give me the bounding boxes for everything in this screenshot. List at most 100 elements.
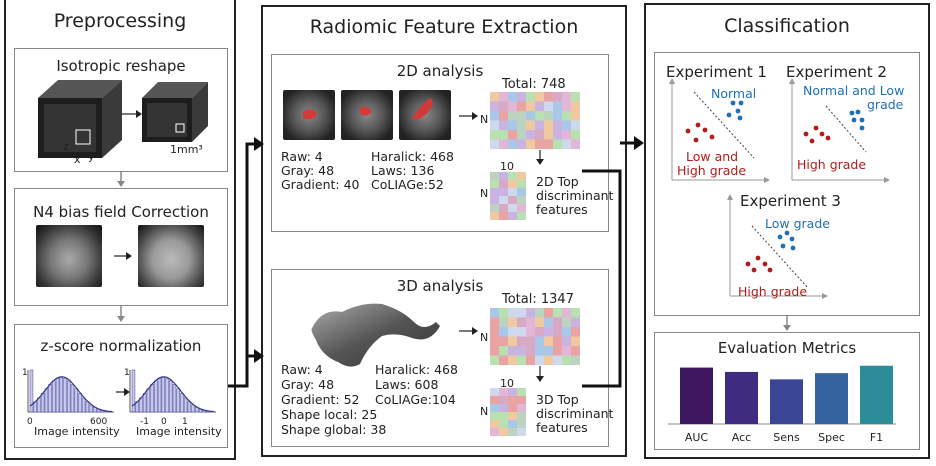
matrix-3d-cell [571,327,580,337]
matrix-3d-cell [544,336,553,346]
matrix-3d-cell [508,336,517,346]
hist-right-bar [131,369,136,413]
exp2-blue-point [859,117,865,123]
matrix-2d-cell [553,111,562,121]
classification-title: Classification [724,15,850,37]
matrix-2d-top-cell [499,188,508,196]
matrix-2d-top-cell [517,212,526,220]
matrix-2d-top-cell [517,188,526,196]
matrix-2d-cell [526,120,535,130]
matrix-3d-cell [526,327,535,337]
matrix-2d-cell [553,130,562,140]
matrix-2d-top-cell [499,204,508,212]
matrix-3d-top-cell [508,396,517,404]
feat3d-gradient: Gradient: 52 [281,392,360,407]
matrix-2d-top-cell [508,212,517,220]
exp2-xarrow [884,177,890,183]
hist-right-xlabel: Image intensity [136,425,222,438]
matrix-2d-cell [544,139,553,149]
exp2-blue-label-2: grade [867,97,904,112]
matrix-2d-cell [490,92,499,102]
exp3-red-label: High grade [738,284,808,299]
feat3d-shape-global: Shape global: 38 [281,422,387,437]
hist-right-bar [168,380,173,413]
exp2-red-point [809,138,815,144]
feat2d-gradient: Gradient: 40 [281,177,360,192]
exp3-red-point [767,267,773,273]
hist-right-bar [172,384,177,413]
hist-right-ymax: 1 [124,368,130,378]
feat3d-laws: Laws: 608 [375,377,439,392]
matrix-3d-cell [517,317,526,327]
matrix-3d-top-cell [499,396,508,404]
matrix-2d-top-cell [499,172,508,180]
exp1-red-point [685,128,691,134]
exp3-separator [751,225,809,289]
matrix-2d-top-cell [499,180,508,188]
matrix-3d-cell [544,308,553,318]
matrix-2d-top-cell [490,196,499,204]
matrix-2d-cell [535,92,544,102]
matrix-3d-cell [499,346,508,356]
matrix-3d-cell [571,346,580,356]
exp1-blue-point [735,108,741,114]
exp1-red-point [693,137,699,143]
hist-left-ymax: 1 [22,368,28,378]
hist-left-bar [74,388,78,413]
matrix-2d-cell [562,101,571,111]
feat3d-gray: Gray: 48 [281,377,335,392]
matrix-2d-top-cell [499,196,508,204]
matrix-2d-cell [571,139,580,149]
exp1-blue-point [738,100,744,106]
exp2-blue-point [859,125,865,131]
eval-label-auc: AUC [685,431,709,444]
matrix-3d-cell [535,327,544,337]
matrix-3d-top-cell [517,404,526,412]
matrix-3d-top-cell [517,420,526,428]
analysis-2d-title: 2D analysis [396,62,484,80]
matrix-2d-cell [508,111,517,121]
matrix-3d-top-cell [490,428,499,436]
exp1-blue-point [737,115,743,121]
matrix-2d-cell [499,101,508,111]
eval-bar-spec [815,373,848,424]
matrix-2d-cell [490,139,499,149]
matrix-3d-cell [562,346,571,356]
matrix-3d-cell [562,355,571,365]
matrix-3d-cell [526,355,535,365]
feat3d-haralick: Haralick: 468 [375,362,458,377]
feat3d-shape-local: Shape local: 25 [281,407,378,422]
matrix-2d-cell [499,139,508,149]
matrix-3d-top-cell [490,396,499,404]
eval-bar-f1 [860,365,893,424]
total-2d-label: Total: 748 [502,77,566,92]
matrix-2d-cell [499,130,508,140]
matrix-2d-top-cell [517,196,526,204]
matrix-2d-top-cell [499,212,508,220]
matrix-2d-cell [499,111,508,121]
matrix-2d-cell [508,92,517,102]
exp2-red-point [825,135,831,141]
matrix-3d-cell [490,327,499,337]
exp3-yarrow [727,194,733,200]
exp2-red-label: High grade [797,157,867,172]
hist-right-bar [176,388,180,413]
exp1-blue-point [726,112,732,118]
radiomic-title: Radiomic Feature Extraction [309,16,579,38]
matrix-2d-cell [571,111,580,121]
matrix-2d-cell [553,139,562,149]
exp2-yarrow [789,78,795,84]
exp3-blue-point [790,245,796,251]
hist-arrow-head [124,388,130,396]
experiments-box [654,52,920,316]
matrix-2d-top-cell [508,196,517,204]
hist-left-xlabel: Image intensity [34,425,120,438]
exp2-blue-label-1: Normal and Low [803,83,905,98]
exp2-blue-point [851,117,857,123]
matrix-2d-cell [562,130,571,140]
feat2d-coliage: CoLIAGe:52 [371,177,444,192]
matrix-2d-cell [517,139,526,149]
